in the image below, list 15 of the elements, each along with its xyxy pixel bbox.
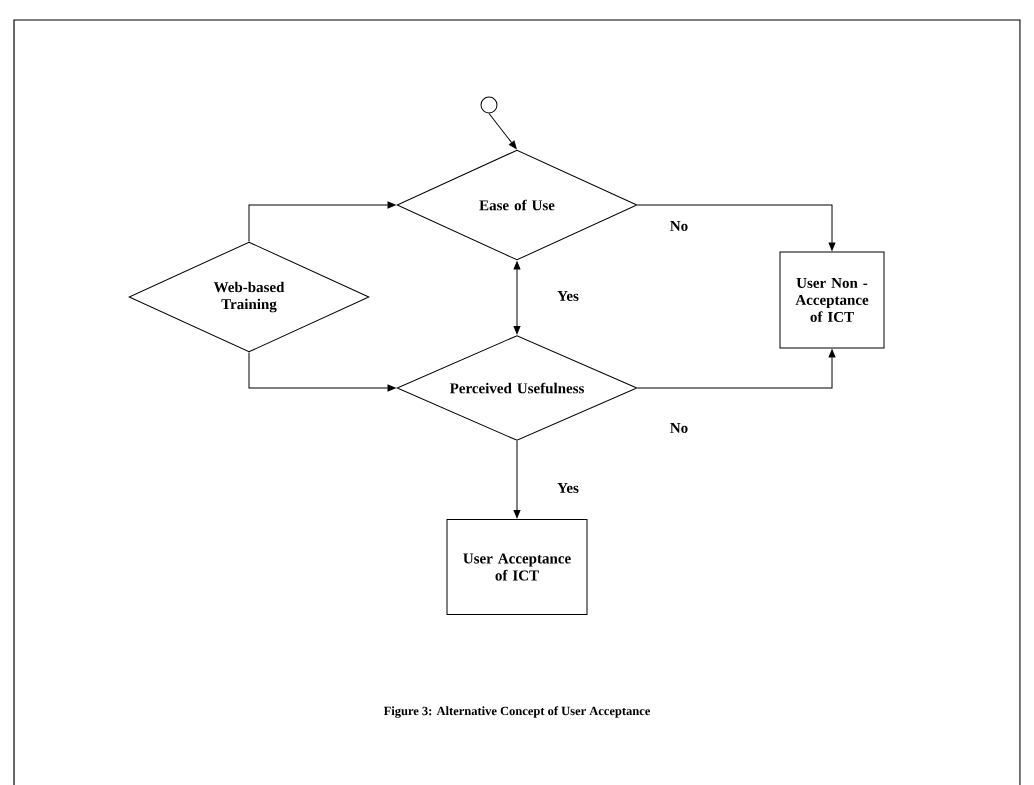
process-box: User Acceptance of ICT bbox=[446, 519, 588, 615]
edge-label: No bbox=[668, 422, 690, 434]
arrow bbox=[637, 349, 836, 389]
arrow bbox=[248, 352, 396, 392]
edge-label: Yes bbox=[556, 482, 580, 494]
arrow bbox=[637, 204, 836, 251]
start-circle bbox=[480, 96, 498, 114]
arrow bbox=[513, 261, 521, 335]
arrow bbox=[513, 440, 521, 519]
figure-caption: Figure 3: Alternative Concept of User Acceptance bbox=[383, 706, 651, 718]
edge-label: Yes bbox=[556, 290, 580, 302]
arrow bbox=[488, 113, 517, 149]
arrow bbox=[248, 201, 396, 242]
process-box: User Non - Acceptance of ICT bbox=[779, 251, 885, 349]
edge-label: No bbox=[668, 220, 690, 232]
